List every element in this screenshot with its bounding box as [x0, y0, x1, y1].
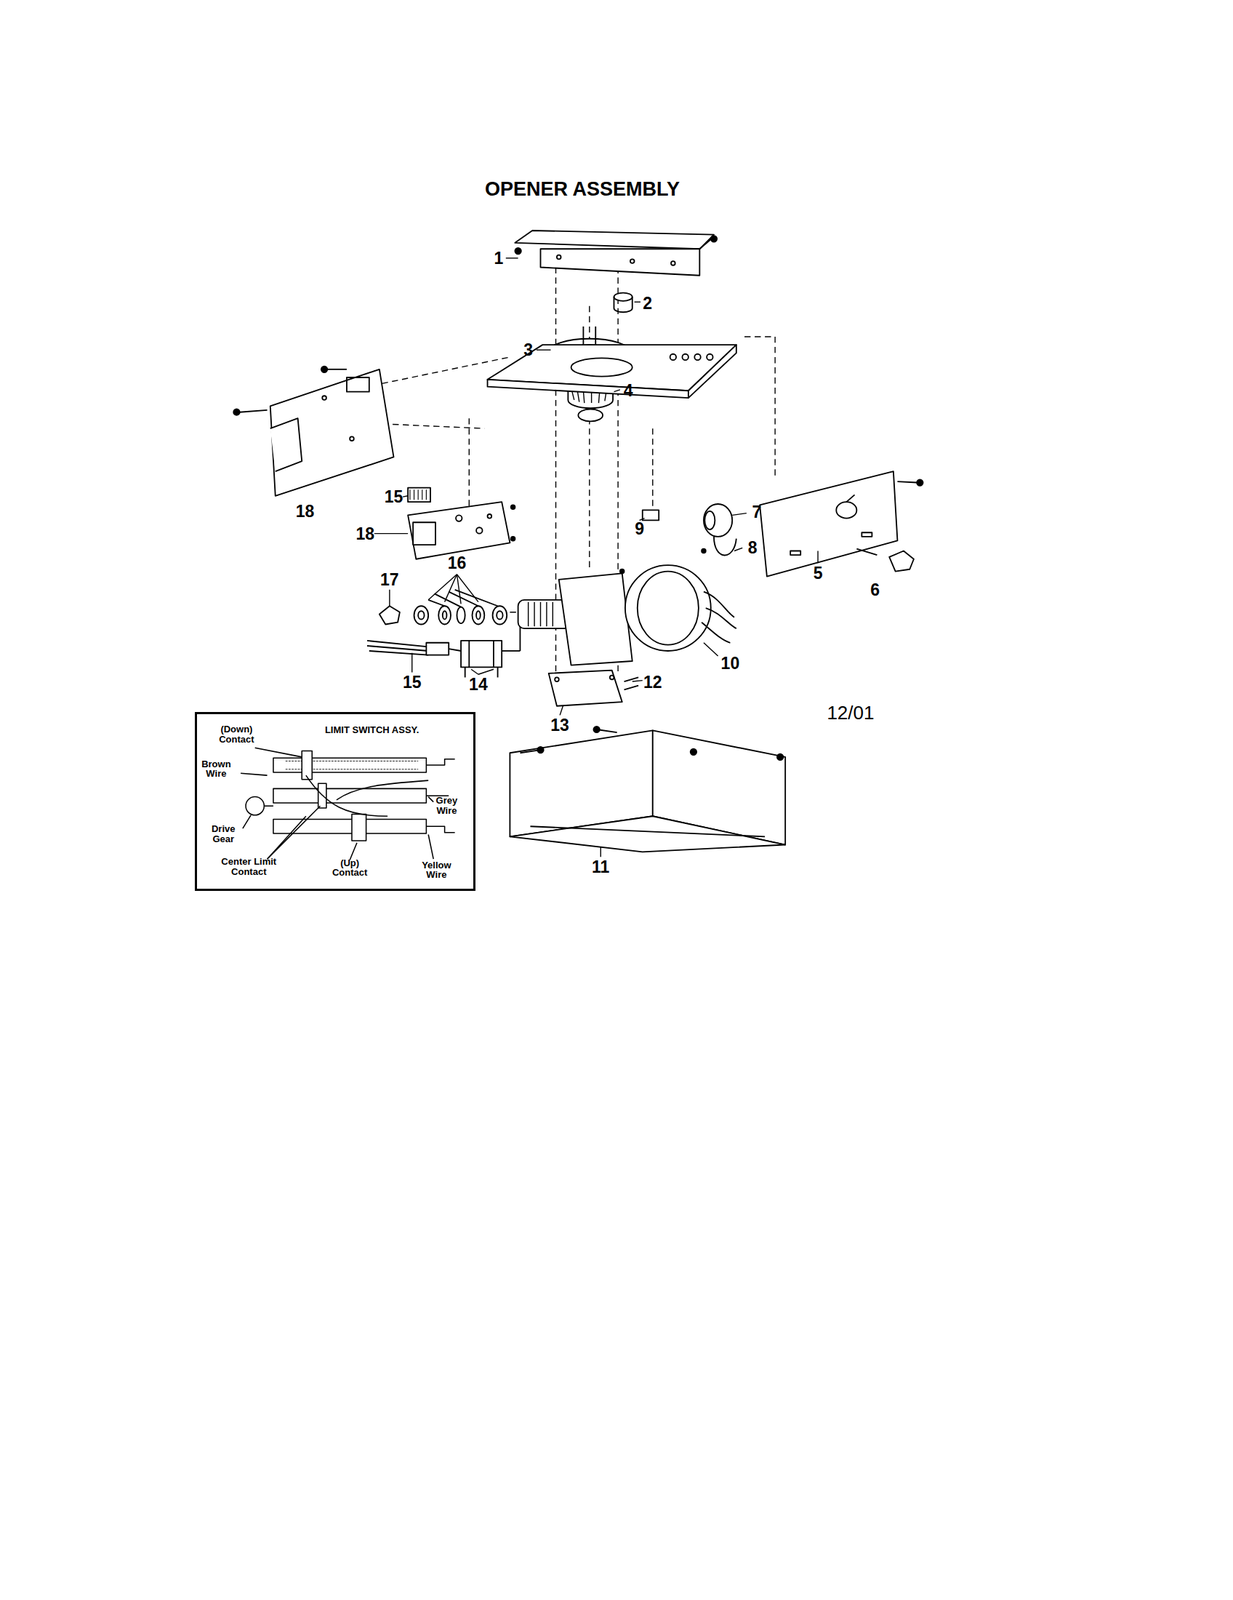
callout-number: 4	[623, 381, 634, 400]
inset-heading: LIMIT SWITCH ASSY.	[324, 724, 420, 736]
callout-number: 11	[591, 857, 610, 876]
callout-number: 17	[380, 570, 400, 589]
part-label: Yellow Wire	[415, 860, 457, 880]
callout-number: 3	[523, 340, 533, 359]
part-label: Drive Gear	[206, 824, 240, 845]
callout-number: 10	[721, 654, 741, 672]
part-label: (Up) Contact	[326, 857, 373, 878]
part-label: Center Limit Contact	[213, 857, 284, 877]
callout-number: 15	[384, 487, 404, 506]
callout-number: 8	[748, 538, 758, 557]
callout-number: 9	[634, 519, 645, 538]
callout-number: 6	[870, 580, 880, 599]
callout-number: 14	[468, 675, 488, 693]
callout-number: 5	[813, 564, 823, 582]
callout-number: 16	[447, 553, 467, 572]
callout-number: 13	[550, 716, 570, 734]
part-label: (Down) Contact	[213, 724, 259, 744]
callout-number: 18	[355, 524, 375, 543]
part-label: Grey Wire	[430, 796, 463, 816]
inset-box: LIMIT SWITCH ASSY.	[194, 711, 476, 890]
callout-number: 2	[642, 294, 653, 312]
callout-number: 12/01	[826, 703, 874, 723]
callout-number: 12	[643, 673, 663, 691]
callout-number: 7	[751, 503, 762, 521]
part-label: Brown Wire	[197, 758, 235, 779]
diagram-title: OPENER ASSEMBLY	[484, 178, 680, 199]
callout-number: 15	[402, 673, 422, 691]
callout-number: 18	[295, 502, 315, 520]
callout-number: 1	[494, 249, 504, 267]
